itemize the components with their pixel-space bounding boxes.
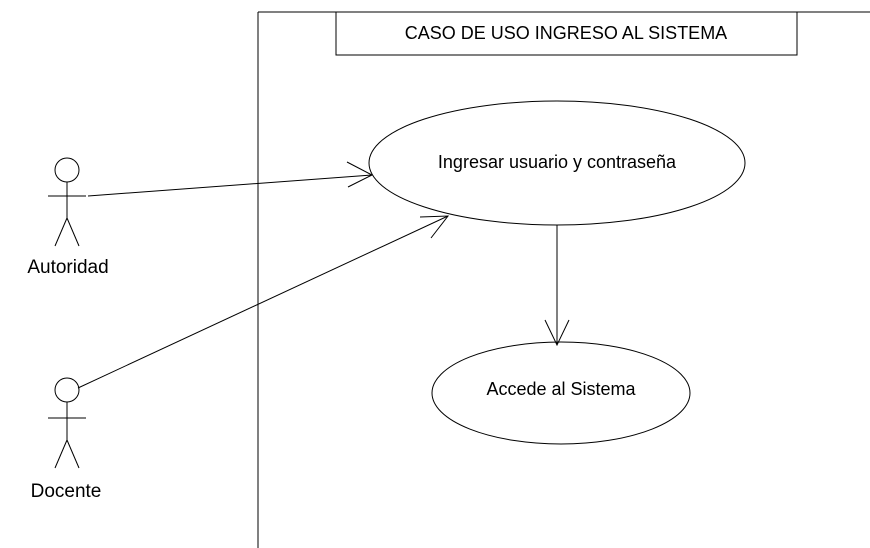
actor-head (54, 157, 80, 183)
diagram-title: CASO DE USO INGRESO AL SISTEMA (405, 23, 727, 43)
actor-docente[interactable] (48, 377, 86, 469)
arrowhead (419, 215, 450, 239)
usecase-login[interactable]: Ingresar usuario y contraseña (368, 100, 746, 226)
actor-head (54, 377, 80, 403)
actor-right-leg (66, 217, 80, 247)
arrowhead (544, 319, 570, 347)
usecase-access-label: Accede al Sistema (486, 379, 636, 399)
actor-left-leg (54, 217, 68, 247)
system-boundary (257, 11, 870, 548)
actor-left-leg (54, 439, 68, 469)
arrowhead (346, 161, 374, 188)
actor-docente-label: Docente (31, 481, 102, 502)
actor-autoridad[interactable] (48, 157, 86, 247)
actor-right-leg (66, 439, 80, 469)
association-autoridad-login (87, 161, 374, 197)
association-docente-login (77, 215, 450, 389)
usecase-login-label: Ingresar usuario y contraseña (438, 152, 677, 172)
actor-autoridad-label: Autoridad (27, 257, 108, 278)
usecase-access[interactable]: Accede al Sistema (431, 341, 691, 445)
flow-login-access (544, 225, 570, 347)
diagram-title-box: CASO DE USO INGRESO AL SISTEMA (335, 11, 798, 56)
